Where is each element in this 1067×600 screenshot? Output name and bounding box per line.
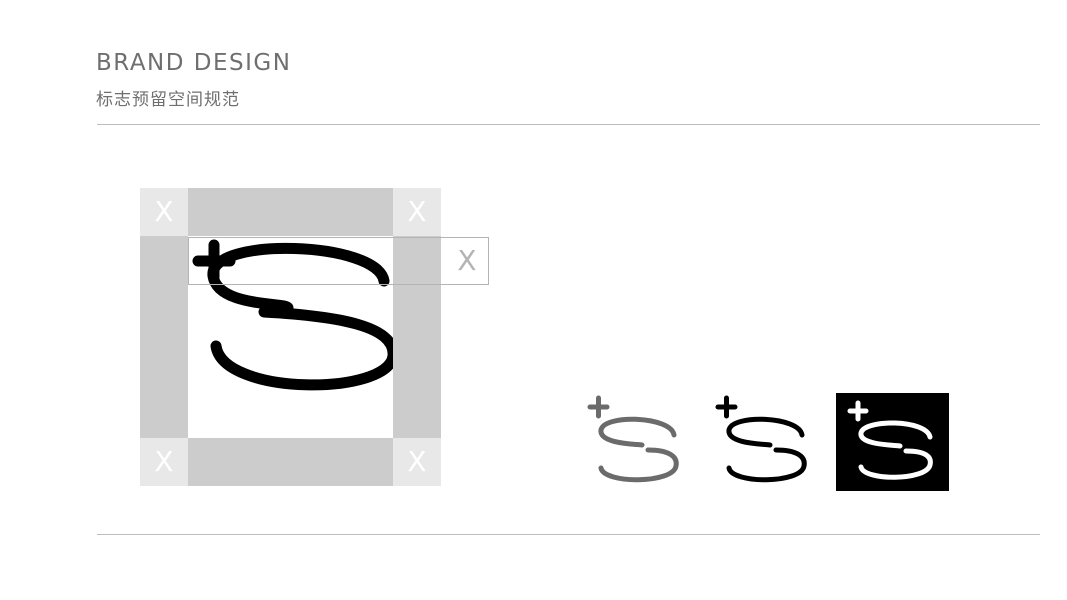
brand-logo-gray [587,395,679,483]
top-divider [97,124,1040,125]
band-right [393,236,441,438]
brand-logo-white [847,400,933,480]
corner-x-label: X [154,445,174,478]
bottom-divider [97,534,1040,535]
logo-variant-inverse [836,393,949,491]
logo-variant-gray [586,394,681,493]
page-title: BRAND DESIGN [96,50,292,76]
page-subtitle: 标志预留空间规范 [96,90,240,110]
measure-box [188,237,489,285]
band-left [140,236,188,438]
corner-x-label: X [407,195,427,228]
corner-x-label: X [154,195,174,228]
measure-x-label: X [457,244,477,277]
corner-bottom-left: X [140,438,188,486]
logo-variant-black [714,394,809,493]
clear-space-diagram: X X X X X [140,188,492,486]
band-bottom [188,438,393,486]
brand-logo-black [715,395,807,483]
band-top [188,188,393,236]
corner-x-label: X [407,445,427,478]
corner-bottom-right: X [393,438,441,486]
corner-top-right: X [393,188,441,236]
brand-logo [192,239,393,391]
corner-top-left: X [140,188,188,236]
